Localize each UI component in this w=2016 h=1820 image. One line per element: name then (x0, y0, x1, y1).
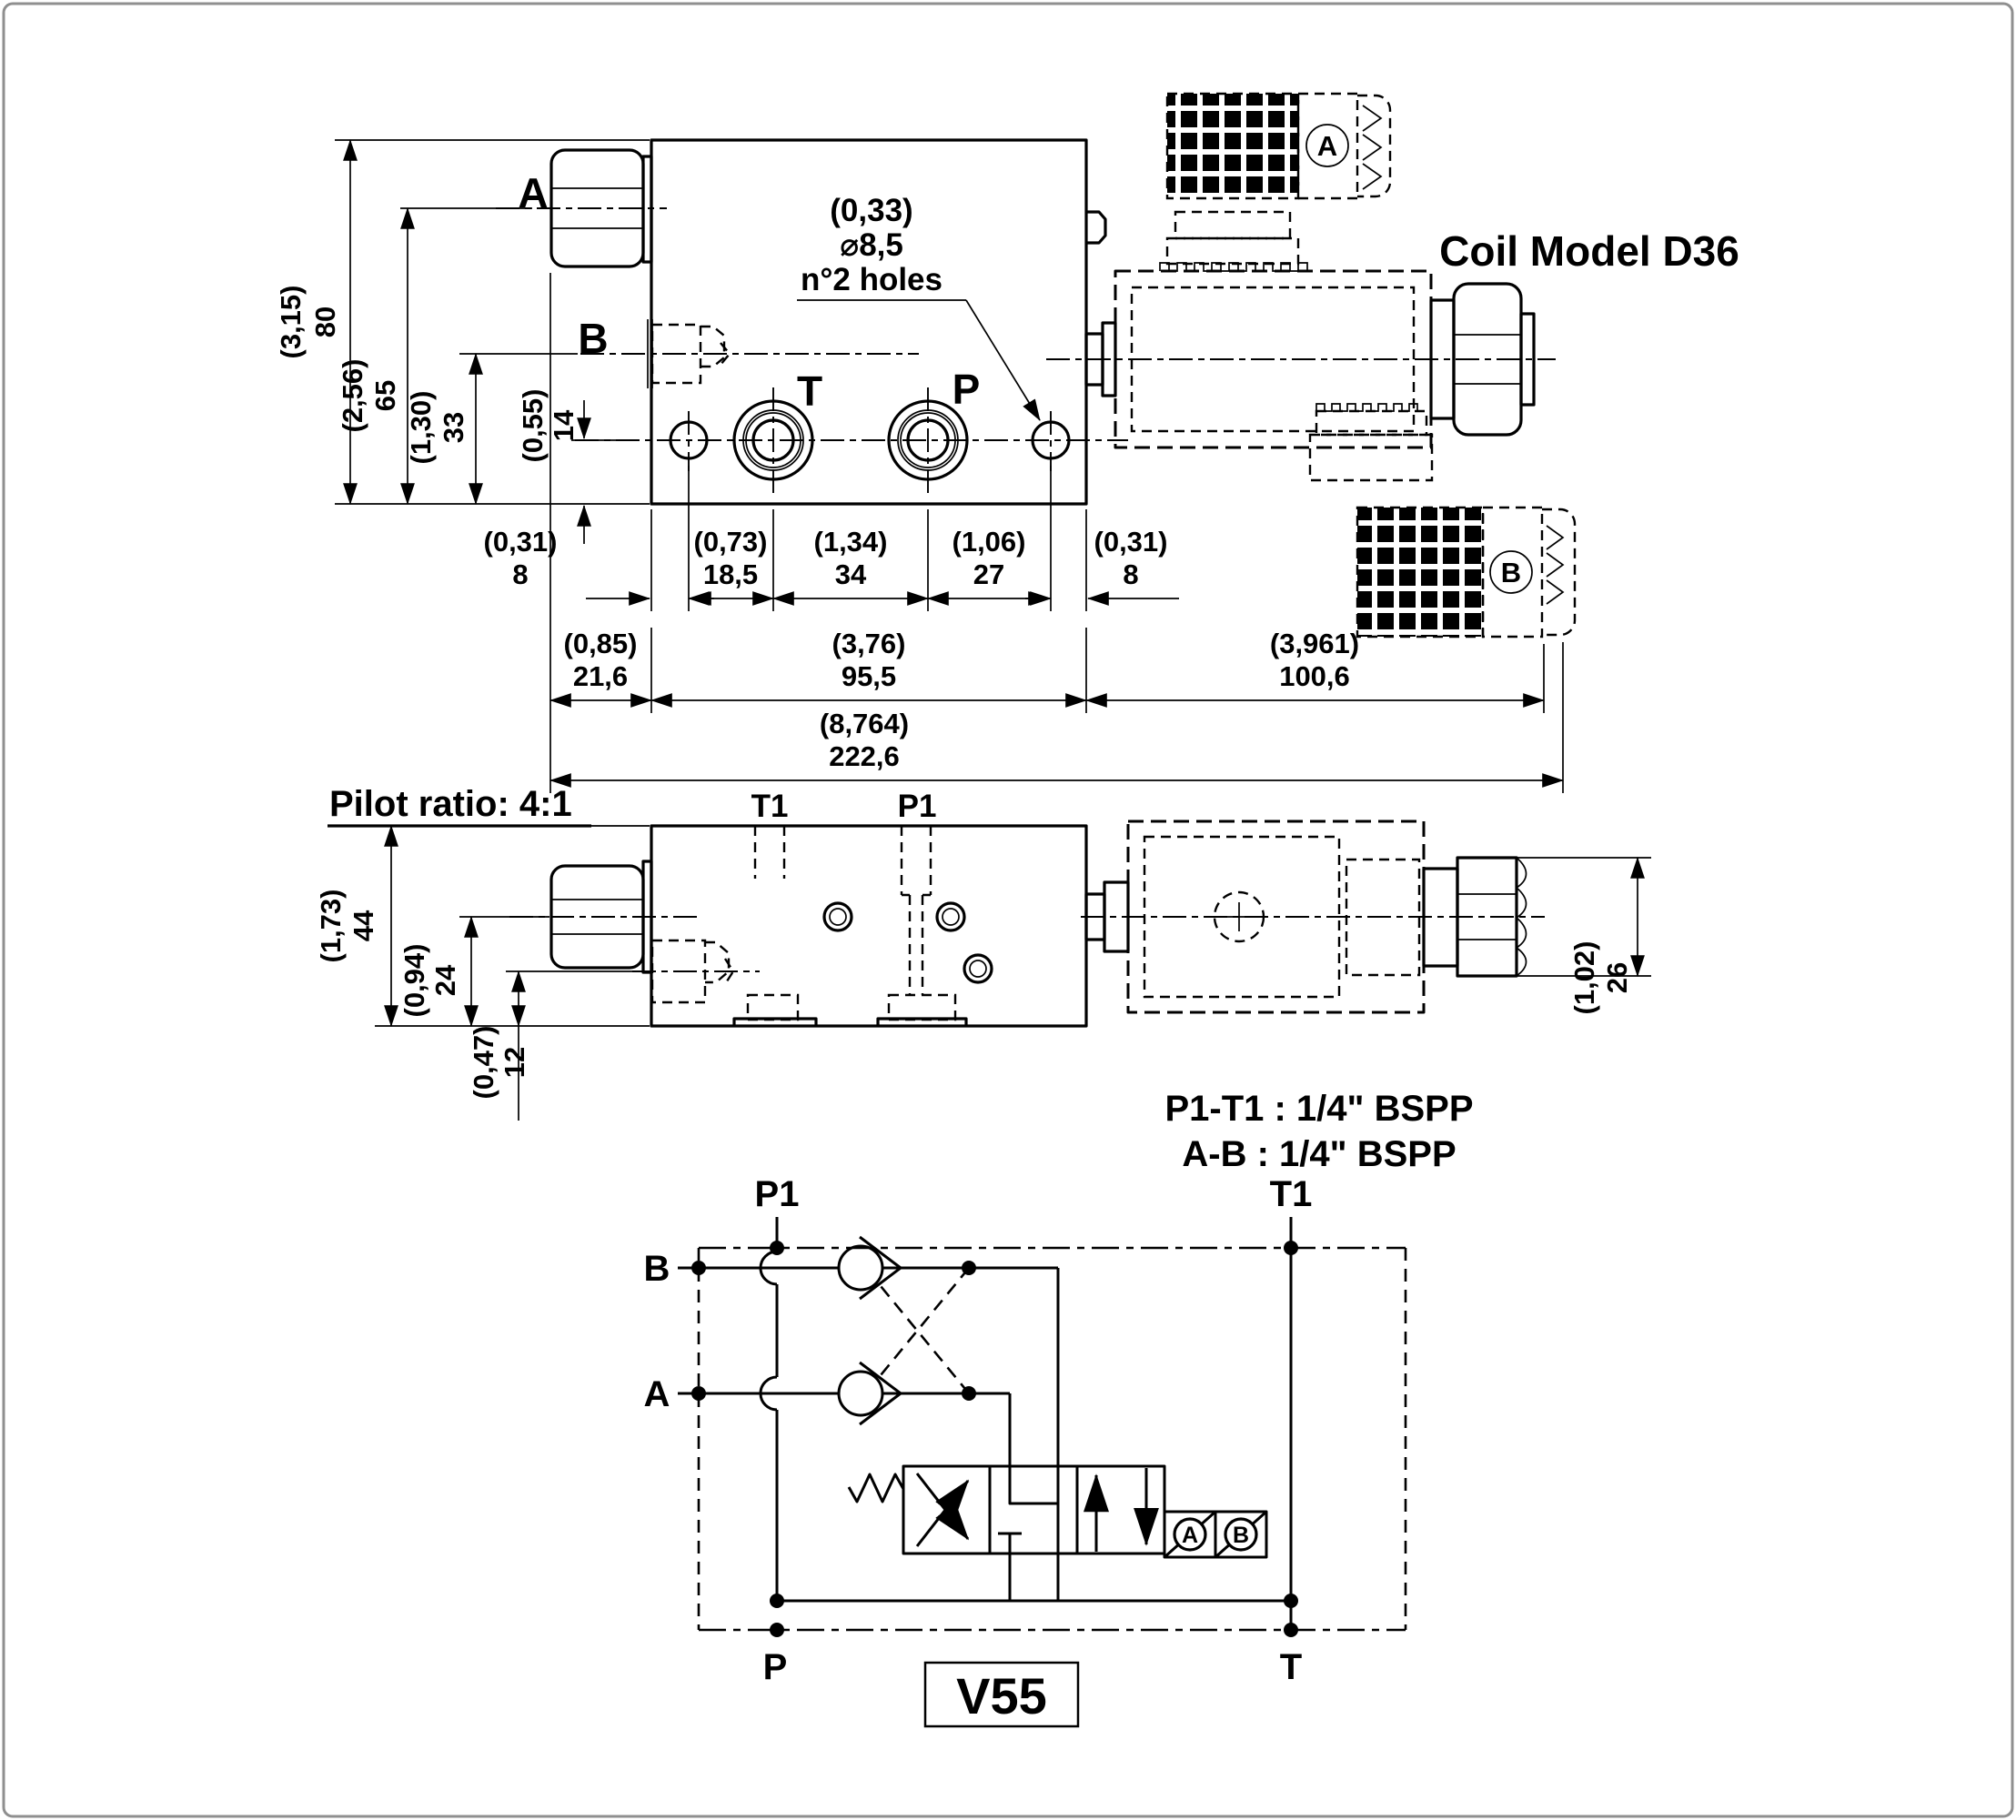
dim-44-mm: 44 (348, 910, 379, 941)
directional-valve-symbol: A B (847, 1464, 1268, 1559)
dim-18-5-mm: 18,5 (703, 558, 758, 590)
schematic-t1-label: T1 (1270, 1174, 1313, 1214)
dim-12-mm: 12 (499, 1047, 530, 1078)
dim-8r-inch: (0,31) (1094, 526, 1168, 558)
top-view: A B T P (0,33 (275, 92, 1739, 793)
plug-a-label: A (518, 169, 548, 216)
dim-65-mm: 65 (369, 380, 401, 411)
dim-80-inch: (3,15) (275, 286, 307, 359)
schematic-p-label: P (763, 1647, 788, 1687)
solenoid-a-letter: A (1182, 1523, 1198, 1548)
ports-and-holes (575, 387, 1128, 495)
cable-gland-b (1542, 508, 1577, 637)
dim-21-6-inch: (0,85) (564, 628, 638, 659)
dim-27-inch: (1,06) (953, 526, 1026, 558)
side-t1-label: T1 (751, 789, 789, 824)
dim-24-inch: (0,94) (398, 944, 430, 1018)
junction-dots (691, 1241, 1298, 1637)
solenoid-b-letter: B (1233, 1523, 1249, 1548)
schematic-a-label: A (644, 1374, 670, 1414)
valve-body-top-view (650, 138, 1088, 506)
dim-44-inch: (1,73) (315, 890, 347, 963)
connector-a-letter: A (1317, 130, 1337, 162)
dim-27-mm: 27 (973, 558, 1004, 590)
dim-14-inch: (0,55) (517, 389, 549, 463)
drill-note-inch: (0,33) (830, 193, 912, 228)
dim-80-mm: 80 (309, 307, 341, 337)
schematic-p1-label: P1 (755, 1174, 800, 1214)
drill-note-dia: ⌀8,5 (840, 227, 903, 263)
dim-12-inch: (0,47) (468, 1026, 499, 1100)
connector-a-hatch (1167, 94, 1298, 198)
port-p-label: P (953, 366, 981, 413)
dim-95-5-mm: 95,5 (842, 660, 896, 692)
side-view: Pilot ratio: 4:1 T1 P1 (315, 784, 1651, 1174)
hydraulic-schematic: A B P1 T1 B A P T V55 (644, 1174, 1407, 1728)
side-view-dimensions: (1,73) 44 (0,94) 24 (0,47) 12 (1,02) 26 (315, 825, 1651, 1121)
dim-24-mm: 24 (429, 964, 461, 996)
dim-18-5-inch: (0,73) (694, 526, 768, 558)
model-label: V55 (956, 1667, 1047, 1724)
dim-21-6-mm: 21,6 (573, 660, 628, 692)
dim-34-mm: 34 (835, 558, 867, 590)
port-note-1: P1-T1 : 1/4" BSPP (1164, 1089, 1473, 1129)
schematic-t-label: T (1280, 1647, 1302, 1687)
side-p1-label: P1 (898, 789, 937, 824)
plug-b-label: B (578, 315, 608, 362)
schematic-b-label: B (644, 1249, 670, 1289)
dim-65-inch: (2,56) (337, 359, 368, 433)
solenoid-assembly-side (1081, 820, 1545, 1014)
dim-8r-mm: 8 (1123, 558, 1138, 590)
drill-note: (0,33) ⌀8,5 n°2 holes (797, 193, 1041, 421)
cartridge-nose (1086, 210, 1107, 245)
dim-222-6-mm: 222,6 (829, 740, 900, 772)
hex-plug-a (496, 148, 667, 268)
model-box (923, 1661, 1080, 1728)
dim-8l-inch: (0,31) (484, 526, 558, 558)
connector-b-letter: B (1501, 557, 1521, 588)
hidden-plug-b (580, 319, 919, 388)
drill-note-qty: n°2 holes (801, 262, 942, 297)
port-t-label: T (797, 367, 822, 415)
top-view-vertical-dimensions: (3,15) 80 (2,56) 65 (1,30) 33 (0,55) 14 (275, 139, 650, 544)
dim-33-inch: (1,30) (405, 391, 437, 465)
top-view-horizontal-dimensions: (0,31) 8 (0,73) 18,5 (1,34) 34 (1,06) 27… (484, 273, 1564, 793)
dim-95-5-inch: (3,76) (832, 628, 906, 659)
coil-model-title: Coil Model D36 (1439, 227, 1739, 275)
spring-symbol (847, 1473, 905, 1503)
port-note-2: A-B : 1/4" BSPP (1182, 1134, 1456, 1174)
pilot-ratio-note: Pilot ratio: 4:1 (329, 784, 572, 824)
cable-gland-a (1357, 94, 1392, 198)
dim-34-inch: (1,34) (814, 526, 888, 558)
dim-100-6-mm: 100,6 (1279, 660, 1350, 692)
dim-14-mm: 14 (548, 409, 580, 441)
dim-100-6-inch: (3,961) (1270, 628, 1359, 659)
dim-222-6-inch: (8,764) (820, 708, 909, 739)
solenoid-assembly-top: A B (1046, 92, 1577, 639)
dim-33-mm: 33 (438, 412, 469, 443)
dim-26-mm: 26 (1601, 962, 1633, 993)
dim-8l-mm: 8 (512, 558, 528, 590)
dim-26-inch: (1,02) (1568, 941, 1600, 1015)
connector-b-hatch (1357, 508, 1483, 637)
valve-body-side-view (650, 824, 1088, 1028)
